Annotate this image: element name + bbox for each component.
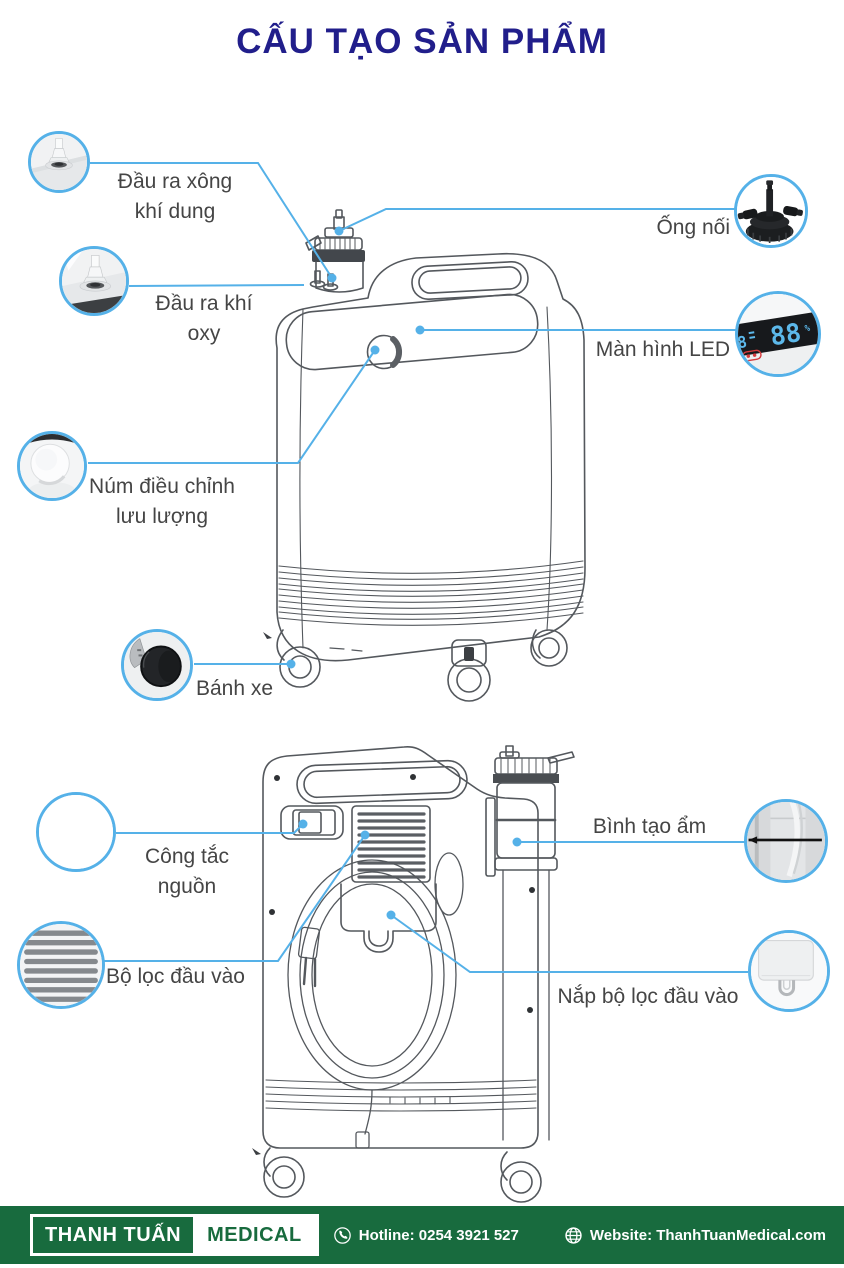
- label-inlet-filter: Bộ lọc đầu vào: [106, 965, 245, 988]
- front-machine-drawing: [263, 209, 586, 702]
- svg-text:%: %: [804, 323, 811, 334]
- footer-contact: Hotline: 0254 3921 527 Website: ThanhTua…: [333, 1226, 826, 1244]
- front-wheels-drawing: [263, 629, 568, 702]
- oxygen-output-photo: [59, 246, 129, 316]
- globe-icon: [565, 1226, 582, 1244]
- label-flow-knob: Núm điều chỉnh lưu lượng: [89, 475, 235, 528]
- label-power-switch: Công tắc nguồn: [144, 845, 230, 898]
- brand-logo: THANH TUẤN MEDICAL: [30, 1214, 319, 1256]
- website-item: Website: ThanhTuanMedical.com: [565, 1227, 826, 1244]
- label-humidifier: Bình tạo ẩm: [592, 815, 707, 838]
- phone-icon: [333, 1226, 351, 1244]
- label-wheel: Bánh xe: [196, 677, 274, 700]
- connector-photo: [734, 174, 808, 248]
- page-title: CẤU TẠO SẢN PHẨM: [236, 22, 608, 61]
- label-inlet-filter-cover: Nắp bộ lọc đầu vào: [557, 985, 739, 1008]
- footer-bar: THANH TUẤN MEDICAL Hotline: 0254 3921 52…: [0, 1206, 844, 1264]
- callout-dots: [286, 226, 522, 920]
- rear-humidifier-drawing: [485, 745, 575, 1141]
- power-cord-drawing: [287, 852, 464, 1149]
- humidifier-photo: [744, 799, 828, 883]
- flow-knob-photo: [17, 431, 87, 501]
- rear-machine-drawing: [252, 745, 575, 1203]
- label-nebulizer-output: Đầu ra xông khí dung: [117, 170, 233, 223]
- wheel-photo: [121, 629, 193, 701]
- website-text: Website: ThanhTuanMedical.com: [589, 1226, 826, 1244]
- svg-text:88: 88: [768, 318, 803, 352]
- inlet-filter-photo: [17, 921, 105, 1009]
- label-connector: Ống nối: [656, 216, 730, 239]
- inlet-filter-cover-photo: [748, 930, 830, 1012]
- label-led-display: Màn hình LED: [595, 338, 730, 361]
- power-switch-photo: [36, 792, 116, 872]
- nebulizer-output-photo: [28, 131, 90, 193]
- led-display-photo: 88 % 8: [735, 291, 821, 377]
- svg-text:8: 8: [738, 332, 748, 352]
- hotline-text: Hotline: 0254 3921 527: [358, 1226, 519, 1244]
- brand-name-primary: THANH TUẤN: [33, 1217, 194, 1253]
- led-panel: 88 % 8: [738, 310, 818, 362]
- filter-cover-drawing: [340, 883, 437, 953]
- power-switch-drawing: [280, 805, 344, 840]
- inlet-grill-drawing: [351, 805, 431, 883]
- rear-wheels-drawing: [252, 1147, 542, 1203]
- brand-name-secondary: MEDICAL: [193, 1217, 316, 1253]
- label-oxygen-output: Đầu ra khí oxy: [155, 292, 253, 345]
- hotline-item: Hotline: 0254 3921 527: [333, 1226, 519, 1244]
